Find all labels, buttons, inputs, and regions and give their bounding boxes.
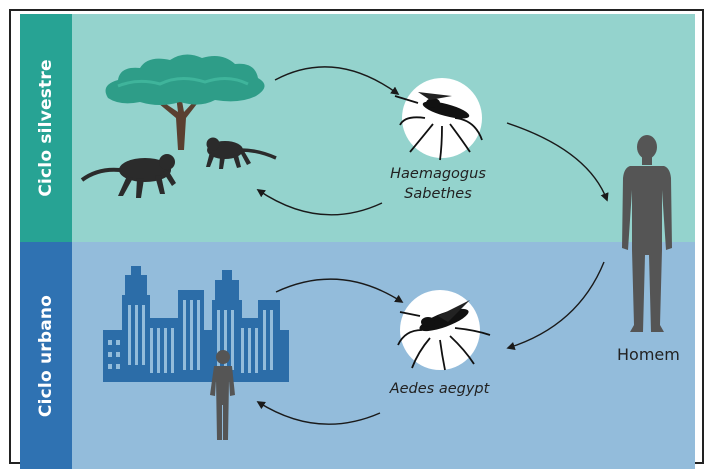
sylvatic-vector-caption: Haemagogus Sabethes: [378, 164, 498, 204]
arrow-tree-to-mosquito: [275, 67, 398, 94]
tree-icon: [106, 54, 265, 150]
arrow-mosquito-to-city: [258, 402, 380, 424]
mosquito-icon: [395, 78, 482, 160]
person-icon: [622, 135, 672, 332]
vector-name-sabethes: Sabethes: [378, 184, 498, 204]
arrow-buildings-to-mosquito: [276, 279, 402, 302]
vector-name-haemagogus: Haemagogus: [378, 164, 498, 184]
mosquito-icon: [398, 290, 490, 370]
buildings-icon: [103, 266, 289, 382]
monkey-icon: [82, 154, 176, 198]
human-label: Homem: [617, 345, 680, 364]
monkey-icon: [206, 138, 276, 170]
arrow-mosquito-to-human: [507, 123, 607, 200]
arrow-human-to-urban-mosquito: [508, 262, 604, 348]
urban-vector-caption: Aedes aegypt: [372, 381, 507, 397]
arrow-mosquito-to-monkeys: [258, 190, 382, 215]
